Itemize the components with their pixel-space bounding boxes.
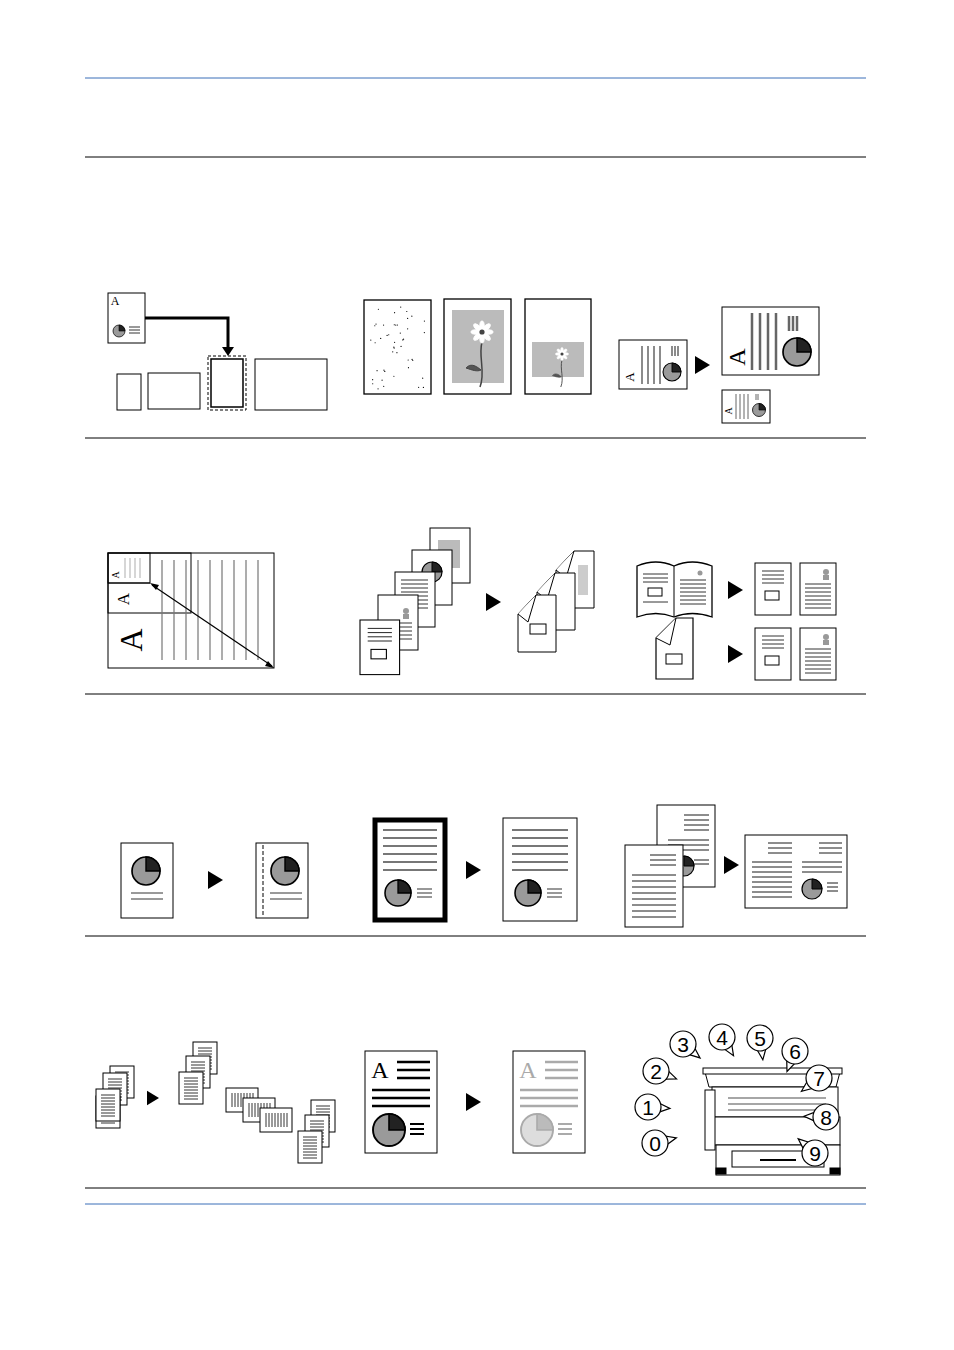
callout-number: 0 [649,1133,661,1154]
image-quality-figure [364,299,591,394]
callout-bubble [804,1104,839,1130]
document-letter: A [623,372,636,381]
zoom-figure [619,307,819,423]
callout-number: 8 [820,1107,832,1128]
callout-bubble [747,1025,773,1060]
document-letter: A [115,628,147,651]
callout-bubbles [635,1024,839,1166]
callout-number: 5 [754,1028,766,1049]
document-letter: A [724,407,734,414]
document-letter: A [371,1058,388,1082]
callout-bubble [801,1065,832,1091]
callout-number: 4 [716,1027,728,1048]
combine-figure [625,805,847,927]
document-letter: A [519,1058,536,1082]
callout-number: 7 [813,1068,825,1089]
callout-number: 6 [789,1041,801,1062]
callout-number: 3 [677,1034,689,1055]
callout-number: 2 [650,1061,662,1082]
document-letter: A [115,593,132,605]
callout-bubble [643,1058,677,1084]
size-ratio-figure [108,553,274,668]
callout-bubble [642,1130,676,1156]
document-letter: A [111,571,121,578]
toner-save-figure [365,1051,585,1153]
callout-bubble [709,1024,735,1056]
page-rules [85,78,866,1204]
sort-figure [96,1042,335,1163]
copier-figure [703,1068,842,1175]
callout-bubble [635,1094,670,1120]
callout-number: 1 [642,1097,654,1118]
document-letter: A [725,348,749,365]
margin-figure [121,843,308,918]
callout-bubble [798,1139,828,1166]
document-letter: A [111,295,120,307]
split-figure [637,562,836,680]
duplex-figure [360,528,594,675]
border-erase-figure [375,818,577,921]
callout-number: 9 [809,1143,821,1164]
paper-selection-figure [108,293,327,410]
callout-bubble [670,1031,700,1058]
callout-bubble [782,1038,808,1071]
